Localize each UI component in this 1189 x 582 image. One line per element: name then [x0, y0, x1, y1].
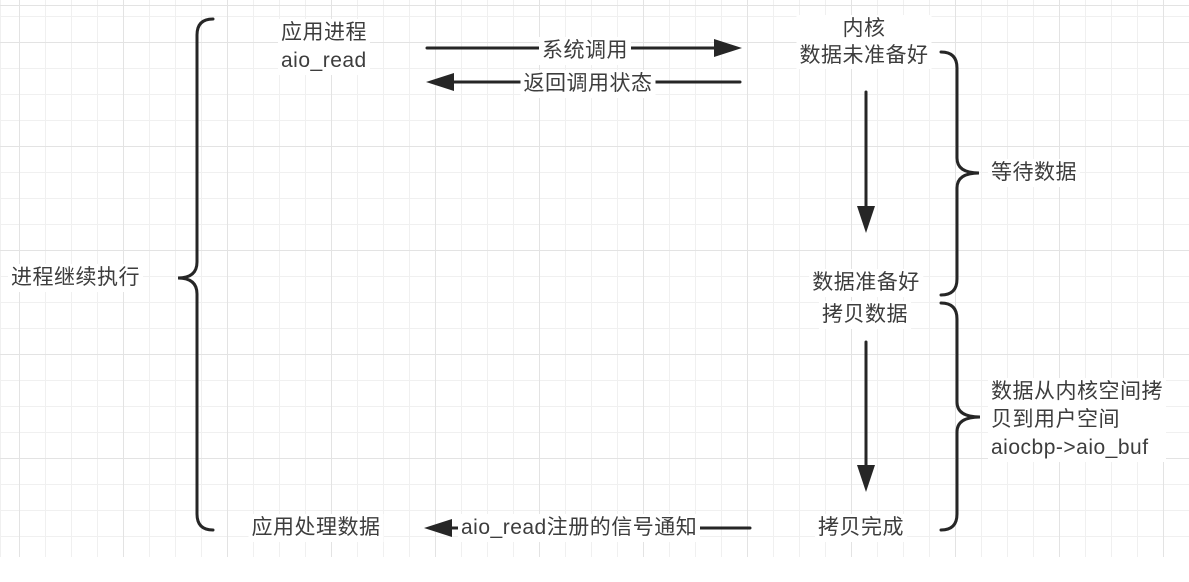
node-data-ready: 数据准备好 [809, 269, 923, 297]
process-continue-label: 进程继续执行 [8, 264, 143, 292]
copy-brace-label-line3: aiocbp->aio_buf [991, 436, 1149, 459]
copy-brace-label-line2: 贝到用户空间 [991, 408, 1120, 431]
node-copy-data: 拷贝数据 [819, 301, 911, 329]
wait-brace [939, 50, 980, 297]
node-app-handle: 应用处理数据 [248, 514, 384, 542]
left-brace [177, 17, 215, 532]
copy-brace-label: 数据从内核空间拷 贝到用户空间 aiocbp->aio_buf [988, 378, 1166, 462]
syscall-arrowhead-icon [714, 39, 742, 57]
node-kernel: 内核 数据未准备好 [796, 15, 932, 69]
signal-arrowhead-icon [424, 519, 452, 537]
copy-brace-label-line1: 数据从内核空间拷 [991, 380, 1163, 403]
kernel-title: 内核 [842, 17, 886, 40]
app-process-title: 应用进程 [281, 21, 367, 44]
copy-data-arrowhead-icon [857, 465, 875, 492]
signal-arrow-label: aio_read注册的信号通知 [458, 514, 701, 542]
copy-brace [939, 301, 981, 532]
app-process-subtitle: aio_read [281, 49, 367, 72]
kernel-subtitle: 数据未准备好 [799, 44, 929, 67]
wait-data-arrowhead-icon [857, 206, 875, 233]
node-copy-done: 拷贝完成 [815, 514, 907, 542]
return-status-arrowhead-icon [426, 73, 454, 91]
return-status-arrow-label: 返回调用状态 [520, 70, 656, 98]
node-app-process: 应用进程 aio_read [278, 19, 370, 75]
syscall-arrow-label: 系统调用 [539, 37, 631, 65]
wait-brace-label: 等待数据 [988, 159, 1080, 187]
